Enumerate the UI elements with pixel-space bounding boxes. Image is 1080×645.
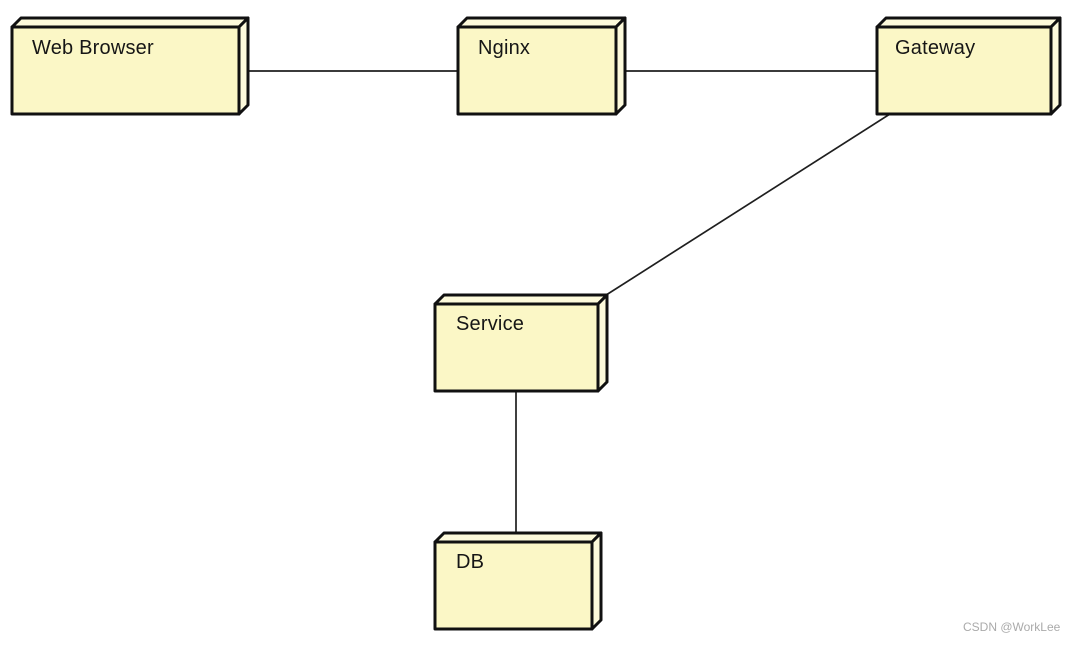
node-web-browser [10,16,250,116]
diagram-edges [242,70,891,537]
edge-gateway-service [602,113,891,298]
node-web-browser-label: Web Browser [32,37,154,59]
node-gateway-label: Gateway [895,37,976,59]
node-gateway [875,16,1062,116]
node-nginx [456,16,627,116]
node-web-browser-front-face [10,25,241,116]
node-db [433,531,603,631]
node-service [433,293,609,393]
node-nginx-label: Nginx [478,37,531,59]
node-service-front-face [433,302,600,393]
node-service-label: Service [456,313,525,335]
node-gateway-front-face [875,25,1053,116]
watermark: CSDN @WorkLee [963,620,1061,634]
node-db-label: DB [456,551,485,573]
node-db-front-face [433,540,594,631]
node-nginx-front-face [456,25,618,116]
